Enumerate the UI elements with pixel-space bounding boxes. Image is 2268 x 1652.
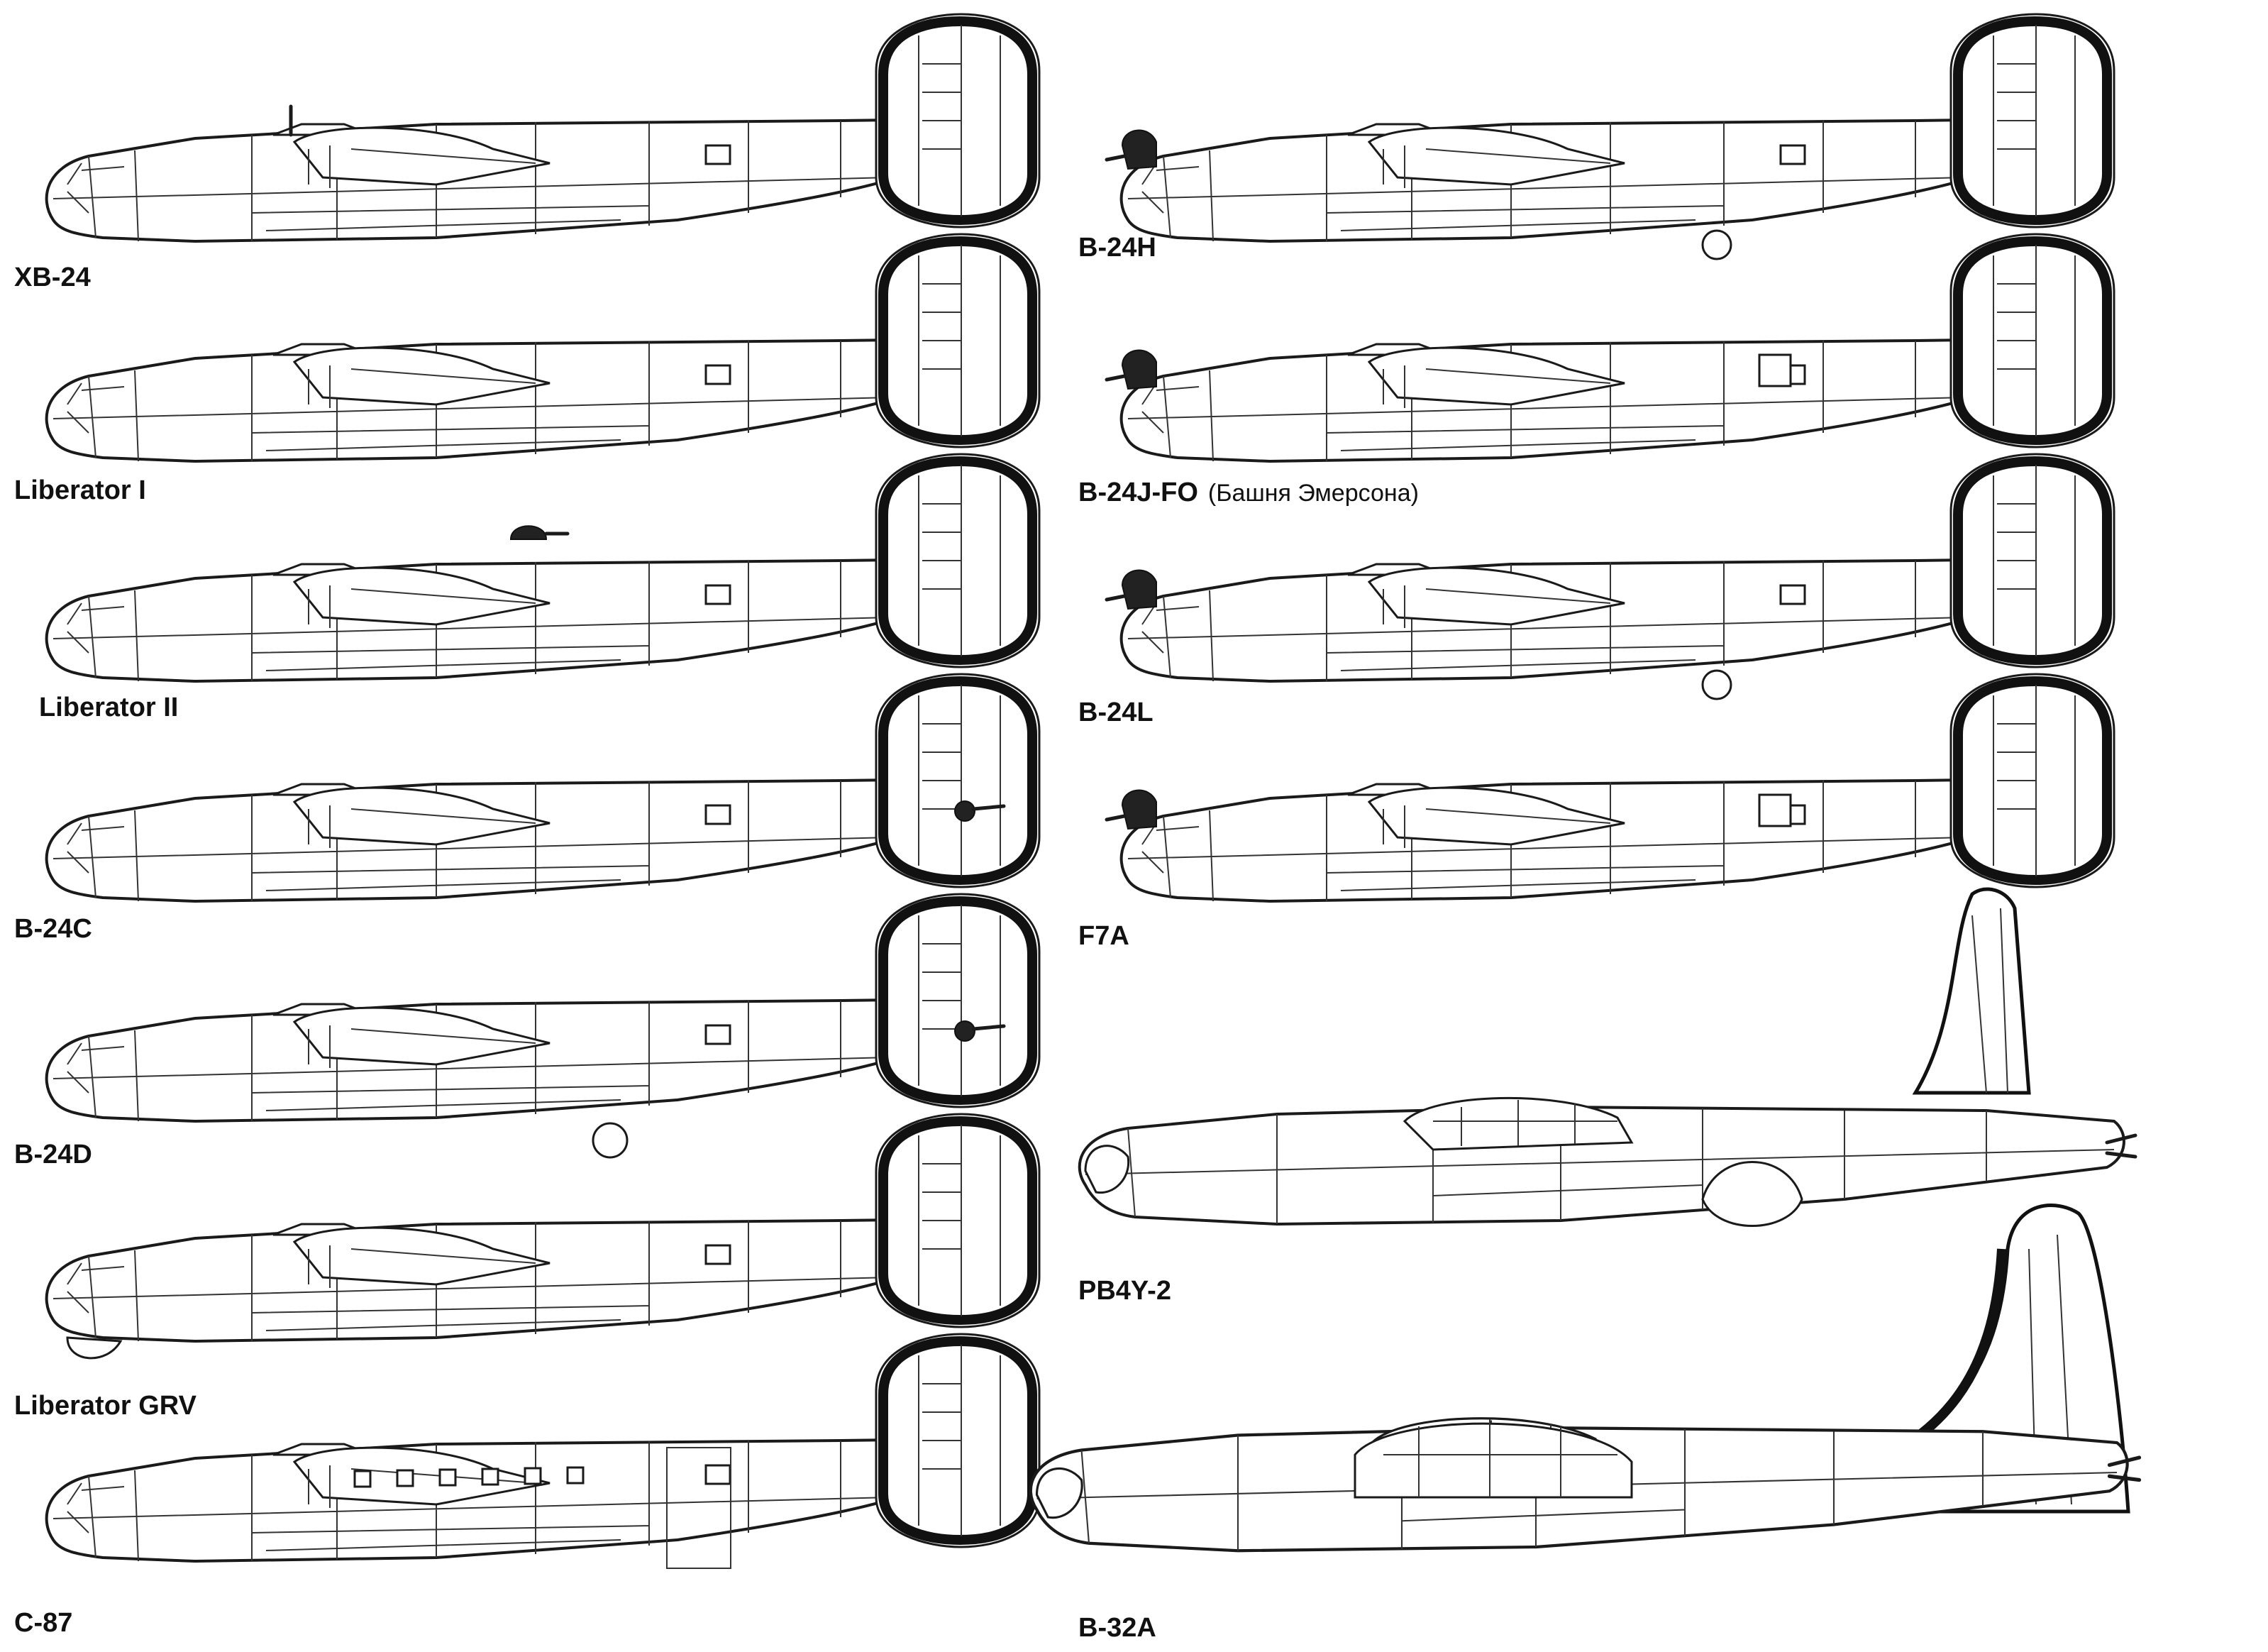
label-c-87: C-87	[14, 1608, 73, 1638]
cabin-windows	[353, 1447, 731, 1569]
profile-liberator-i	[47, 234, 1039, 461]
tall-fin-pb4y-2	[1912, 887, 2031, 1095]
label-liberator-ii: Liberator II	[39, 693, 179, 722]
profile-b-24c	[47, 674, 1039, 901]
label-b-24d: B-24D	[14, 1140, 92, 1169]
label-b-24h: B-24H	[1078, 233, 1156, 263]
profile-b-24j-fo	[1122, 234, 2114, 461]
waist-gun-window	[1758, 353, 1792, 827]
tail-turret	[954, 800, 1006, 1042]
label-xb-24: XB-24	[14, 263, 91, 292]
label-b-24c: B-24C	[14, 914, 92, 944]
profile-pb4y-2	[1080, 1098, 2135, 1224]
label-pb4y-2: PB4Y-2	[1078, 1276, 1171, 1306]
ball-turret	[592, 1122, 629, 1159]
profile-b-24h	[1122, 14, 2114, 241]
label-f7a: F7A	[1078, 921, 1129, 951]
label-b-24j-fo: B-24J-FO (Башня Эмерсона)	[1078, 479, 1419, 506]
profile-liberator-ii	[47, 454, 1039, 681]
profile-liberator-grv	[47, 1114, 1039, 1341]
profile-f7a	[1122, 674, 2114, 901]
label-b-24j-fo-note: (Башня Эмерсона)	[1207, 480, 1419, 507]
landing-wheel	[1701, 229, 1732, 700]
profile-xb-24	[47, 14, 1039, 241]
profile-c-87	[47, 1334, 1039, 1561]
label-liberator-i: Liberator I	[14, 475, 146, 505]
canopy-b-32a	[1354, 1419, 1633, 1499]
label-b-24j-fo-name: B-24J-FO	[1078, 478, 1198, 507]
label-b-32a: B-32A	[1078, 1613, 1156, 1643]
bubble-blister	[1701, 1161, 1803, 1227]
radome	[66, 1336, 123, 1360]
label-liberator-grv: Liberator GRV	[14, 1391, 197, 1421]
profile-b-24d	[47, 894, 1039, 1121]
top-turret	[509, 525, 570, 540]
nose-turret	[1105, 129, 1157, 830]
label-b-24l: B-24L	[1078, 698, 1154, 727]
